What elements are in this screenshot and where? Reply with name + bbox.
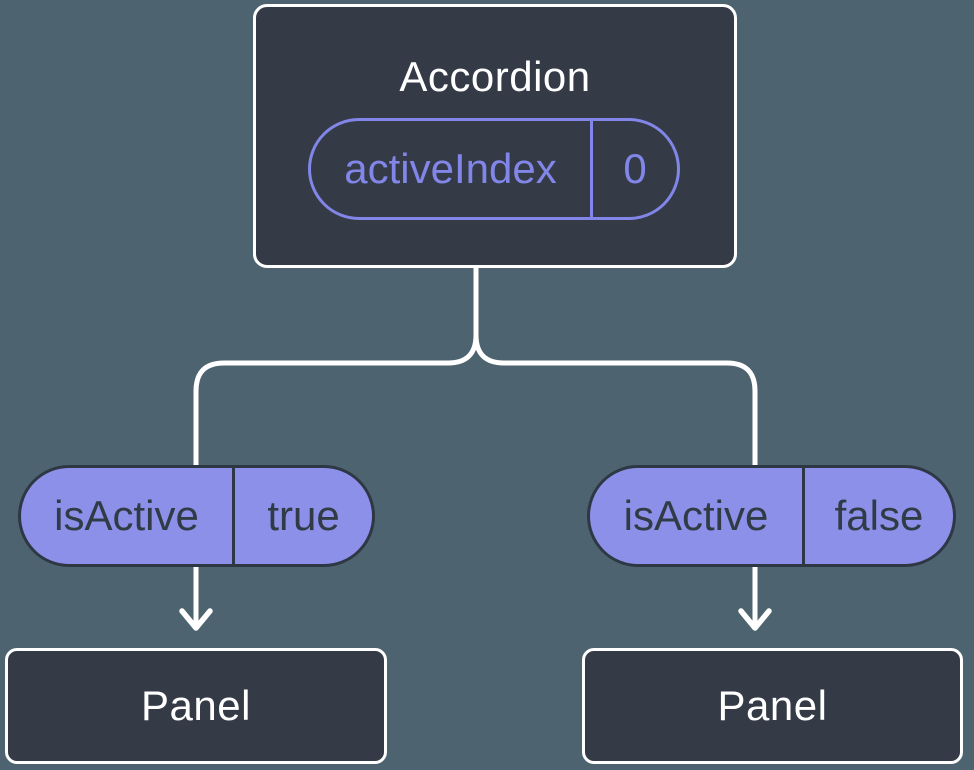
prop-pill-left: isActive true: [18, 465, 375, 567]
connector-right-branch: [473, 265, 758, 630]
state-value: 0: [590, 121, 677, 217]
prop-name: isActive: [623, 492, 769, 539]
state-name: activeIndex: [344, 145, 557, 192]
prop-pill-right: isActive false: [587, 465, 956, 567]
down-arrowhead-icon: [179, 608, 213, 631]
prop-name: isActive: [54, 492, 199, 539]
connector-left-branch: [193, 265, 479, 630]
panel-component-node-right: Panel: [582, 648, 963, 764]
prop-value: false: [802, 468, 953, 564]
component-title: Accordion: [399, 53, 591, 100]
state-pill: activeIndex 0: [308, 118, 680, 220]
down-arrowhead-icon: [738, 608, 772, 631]
accordion-component-node: Accordion activeIndex 0: [253, 4, 737, 268]
panel-component-node-left: Panel: [5, 648, 387, 764]
prop-value: true: [232, 468, 372, 564]
